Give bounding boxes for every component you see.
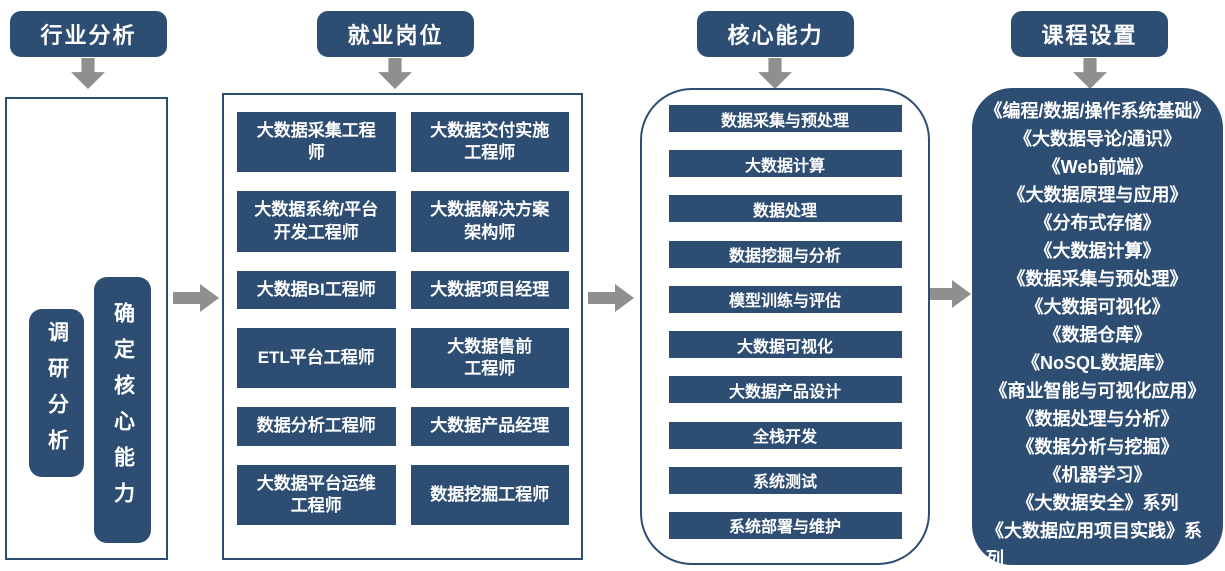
course-item: 《大数据可视化》 — [1025, 297, 1170, 317]
header-core-competencies: 核心能力 — [697, 11, 854, 57]
employment-positions-panel: 大数据采集工程 师 大数据交付实施 工程师 大数据系统/平台 开发工程师 大数据… — [222, 93, 583, 560]
job-item: 大数据采集工程 师 — [237, 112, 396, 173]
competency-item: 系统部署与维护 — [668, 511, 902, 539]
header-employment-positions: 就业岗位 — [317, 11, 474, 57]
job-item: 大数据BI工程师 — [237, 270, 396, 309]
course-item: 《数据仓库》 — [1043, 325, 1152, 345]
course-item: 《Web前端》 — [1042, 157, 1153, 177]
define-core-competency-pill: 确定核心能力 — [94, 277, 151, 543]
course-item: 《大数据导论/通识》 — [1013, 129, 1181, 149]
job-item: 大数据售前 工程师 — [410, 327, 569, 389]
course-item: 《数据采集与预处理》 — [1007, 269, 1188, 289]
course-item: 《数据分析与挖掘》 — [1016, 437, 1179, 457]
job-item: 大数据项目经理 — [410, 270, 569, 309]
job-item: ETL平台工程师 — [237, 327, 396, 389]
course-item: 《机器学习》 — [1043, 465, 1152, 485]
course-item: 《大数据原理与应用》 — [1007, 185, 1188, 205]
job-item: 大数据平台运维 工程师 — [237, 464, 396, 525]
competency-item: 数据采集与预处理 — [668, 105, 902, 132]
down-arrow-icon — [378, 58, 412, 89]
course-item: 《NoSQL数据库》 — [1022, 353, 1173, 373]
core-competencies-panel: 数据采集与预处理 大数据计算 数据处理 数据挖掘与分析 模型训练与评估 大数据可… — [640, 88, 930, 565]
course-item: 《分布式存储》 — [1034, 213, 1161, 233]
header-industry-analysis: 行业分析 — [10, 11, 167, 57]
competency-item: 大数据计算 — [668, 150, 902, 178]
course-item: 《大数据计算》 — [1034, 241, 1161, 261]
competency-item: 模型训练与评估 — [668, 285, 902, 313]
competency-item: 数据挖掘与分析 — [668, 240, 902, 268]
down-arrow-icon — [1073, 58, 1107, 89]
course-item: 《大数据安全》系列 — [1016, 493, 1179, 513]
right-arrow-icon — [925, 280, 971, 308]
competency-item: 大数据可视化 — [668, 331, 902, 359]
job-item: 大数据产品经理 — [410, 407, 569, 446]
competency-item: 系统测试 — [668, 466, 902, 494]
competency-item: 全栈开发 — [668, 421, 902, 449]
job-item: 大数据解决方案 架构师 — [410, 191, 569, 252]
job-item: 大数据交付实施 工程师 — [410, 112, 569, 173]
course-item: 《商业智能与可视化应用》 — [989, 381, 1206, 401]
right-arrow-icon — [588, 284, 634, 312]
job-item: 数据挖掘工程师 — [410, 464, 569, 525]
job-item: 数据分析工程师 — [237, 407, 396, 446]
header-course-setup: 课程设置 — [1011, 11, 1168, 57]
competency-item: 数据处理 — [668, 195, 902, 223]
research-analysis-pill: 调研分析 — [29, 309, 84, 477]
competency-item: 大数据产品设计 — [668, 376, 902, 404]
course-item: 《编程/数据/操作系统基础》 — [984, 101, 1211, 121]
industry-analysis-panel: 调研分析 确定核心能力 — [5, 97, 168, 560]
down-arrow-icon — [758, 58, 792, 89]
down-arrow-icon — [71, 58, 105, 89]
right-arrow-icon — [173, 284, 219, 312]
course-item: 《大数据应用项目实践》系 列 — [986, 521, 1202, 569]
course-item: 《数据处理与分析》 — [1016, 409, 1179, 429]
course-setup-panel: 《编程/数据/操作系统基础》 《大数据导论/通识》 《Web前端》 《大数据原理… — [972, 88, 1223, 569]
job-item: 大数据系统/平台 开发工程师 — [237, 191, 396, 252]
